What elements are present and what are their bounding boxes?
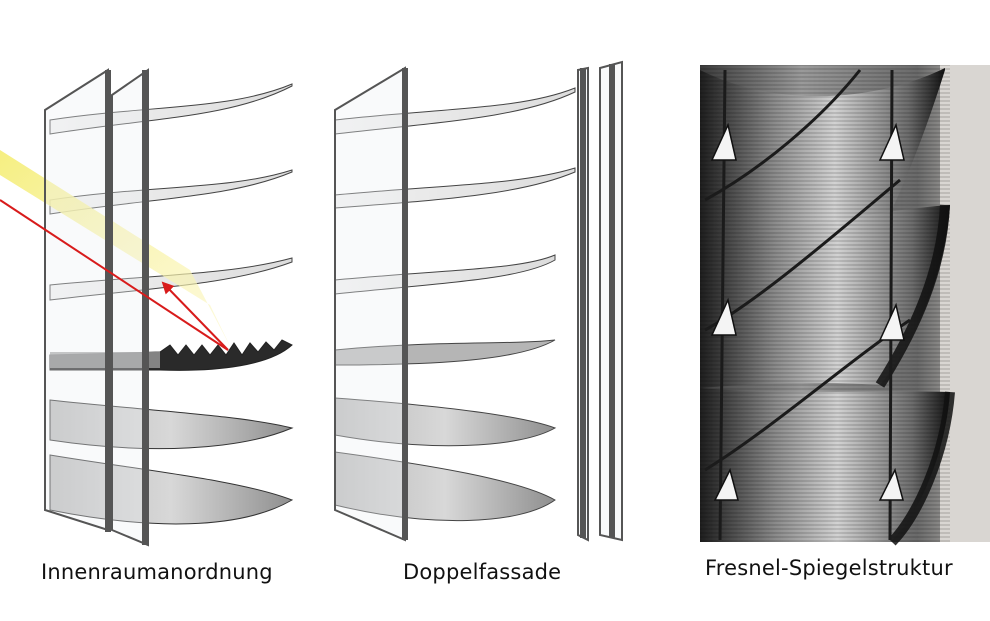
- panel-double-facade: [334, 60, 623, 542]
- photo-louvers: [700, 65, 950, 542]
- sunbeam: [0, 150, 232, 350]
- panel-fresnel-photo: [700, 65, 990, 546]
- light-ray: [0, 199, 229, 351]
- caption-interior: Innenraumanordnung: [41, 560, 273, 584]
- facade-slats: [334, 87, 576, 522]
- caption-fresnel-photo: Fresnel-Spiegelstruktur: [705, 556, 953, 580]
- panel-interior: [0, 68, 294, 547]
- facade-glass: [334, 60, 623, 542]
- caption-double-facade: Doppelfassade: [403, 560, 562, 584]
- interior-glass: [44, 68, 149, 547]
